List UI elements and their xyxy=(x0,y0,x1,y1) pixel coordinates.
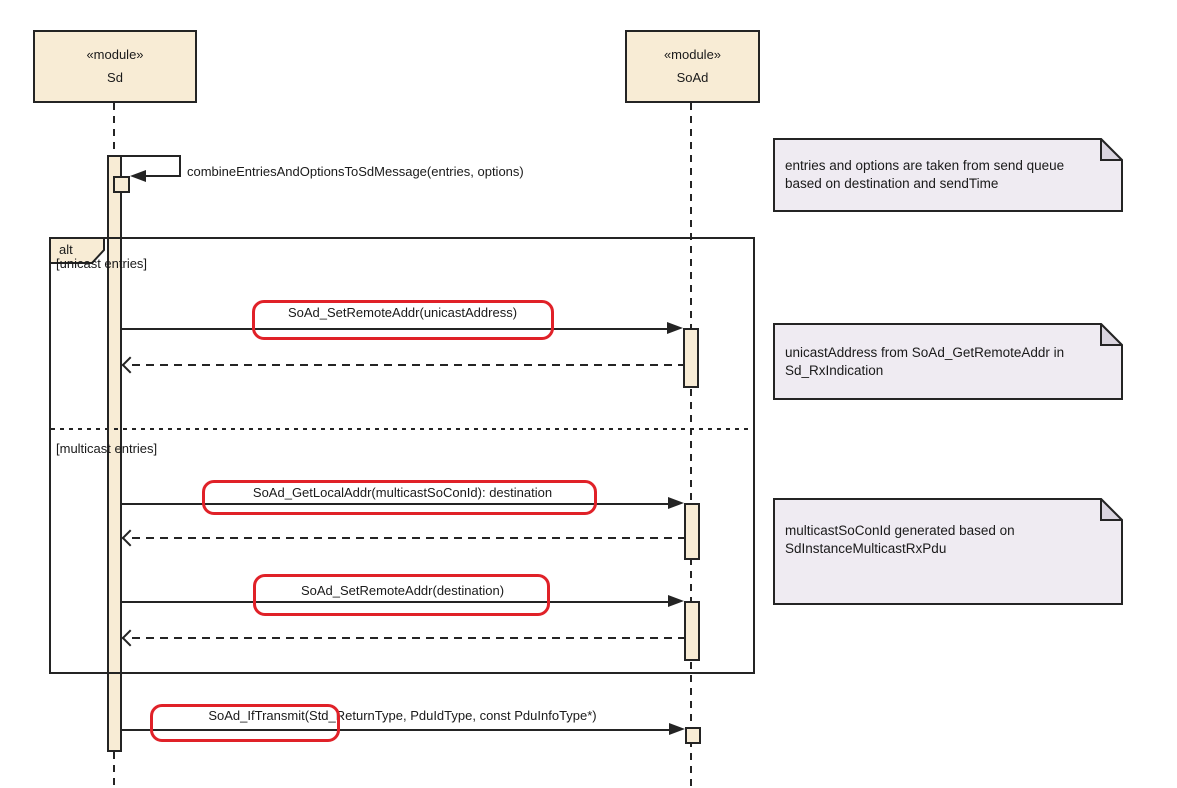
message-line-set-remote-unicast xyxy=(122,328,669,330)
actor-sd-name: Sd xyxy=(107,70,123,85)
filled-arrowhead-icon xyxy=(130,170,146,182)
highlight-box-get-local-addr xyxy=(202,480,597,515)
alt-operator-shape xyxy=(49,237,105,264)
guard-multicast: [multicast entries] xyxy=(56,441,158,456)
note-shape xyxy=(773,498,1123,605)
message-line-if-transmit xyxy=(122,729,669,731)
message-label-if-transmit: SoAd_IfTransmit(Std_ReturnType, PduIdTyp… xyxy=(122,708,683,723)
actor-soad: «module» SoAd xyxy=(625,30,760,103)
self-message-line-right xyxy=(179,155,181,177)
filled-arrowhead-icon xyxy=(668,497,684,509)
note-shape xyxy=(773,323,1123,400)
highlight-box-set-remote-unicast xyxy=(252,300,554,340)
note-fold-icon xyxy=(1100,498,1123,521)
activation-soad-1 xyxy=(683,328,699,388)
guard-unicast: [unicast entries] xyxy=(56,256,148,271)
note-text: entries and options are taken from send … xyxy=(785,158,1065,191)
return-line-2 xyxy=(132,537,684,539)
return-line-1 xyxy=(132,364,683,366)
filled-arrowhead-icon xyxy=(668,595,684,607)
actor-soad-name: SoAd xyxy=(676,70,709,85)
highlight-box-if-transmit xyxy=(150,704,340,742)
alt-operator-badge: alt xyxy=(49,237,105,264)
note-text: multicastSoConId generated based on SdIn… xyxy=(785,523,1015,556)
self-message-line-top xyxy=(122,155,181,157)
activation-sd-main xyxy=(107,155,122,752)
alt-fragment-frame xyxy=(49,237,755,674)
activation-soad-3 xyxy=(684,601,700,661)
alt-operator-label: alt xyxy=(59,242,73,257)
actor-sd-stereotype: «module» xyxy=(86,47,144,62)
filled-arrowhead-icon xyxy=(667,322,683,334)
lifeline-sd-upper xyxy=(113,103,115,156)
note-fold-icon xyxy=(1100,138,1123,161)
message-label-set-remote-unicast: SoAd_SetRemoteAddr(unicastAddress) xyxy=(122,305,683,320)
activation-soad-4 xyxy=(685,727,701,744)
note-multicast-soconid: multicastSoConId generated based on SdIn… xyxy=(773,498,1123,605)
return-line-3 xyxy=(132,637,684,639)
note-fold-icon xyxy=(1100,323,1123,346)
self-message-line-bottom xyxy=(144,175,181,177)
message-line-get-local-addr xyxy=(122,503,668,505)
message-label-set-remote-destination: SoAd_SetRemoteAddr(destination) xyxy=(122,583,683,598)
message-line-set-remote-destination xyxy=(122,601,668,603)
note-send-queue: entries and options are taken from send … xyxy=(773,138,1123,212)
message-label-get-local-addr: SoAd_GetLocalAddr(multicastSoConId): des… xyxy=(122,485,683,500)
note-unicast-address: unicastAddress from SoAd_GetRemoteAddr i… xyxy=(773,323,1123,400)
self-message-label: combineEntriesAndOptionsToSdMessage(entr… xyxy=(187,164,524,179)
note-text: unicastAddress from SoAd_GetRemoteAddr i… xyxy=(785,344,1065,378)
activation-soad-2 xyxy=(684,503,700,560)
note-shape xyxy=(773,138,1123,212)
lifeline-sd-lower xyxy=(113,752,115,786)
filled-arrowhead-icon xyxy=(669,723,685,735)
actor-soad-stereotype: «module» xyxy=(663,47,722,62)
activation-sd-nested xyxy=(113,176,130,193)
actor-sd: «module» Sd xyxy=(33,30,197,103)
highlight-box-set-remote-destination xyxy=(253,574,550,616)
lifeline-soad xyxy=(690,103,692,786)
alt-divider xyxy=(51,428,753,430)
